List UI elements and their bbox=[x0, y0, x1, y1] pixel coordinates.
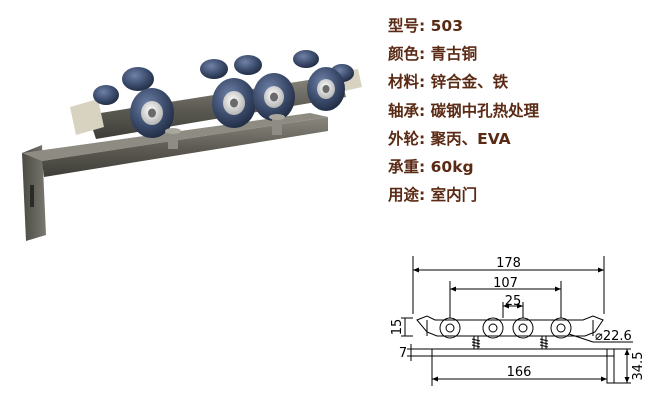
spec-value: 锌合金、铁 bbox=[430, 73, 509, 92]
wheel-2 bbox=[212, 78, 256, 128]
spec-separator: : bbox=[419, 73, 431, 92]
spec-value: 碳钢中孔热处理 bbox=[430, 101, 540, 120]
spec-value: 503 bbox=[430, 17, 463, 35]
spec-row: 型号: 503 bbox=[388, 12, 648, 40]
front-wheels bbox=[130, 67, 345, 138]
spec-row: 外轮: 聚丙、EVA bbox=[388, 125, 648, 153]
spec-separator: : bbox=[419, 186, 431, 205]
wheel-1 bbox=[130, 88, 174, 138]
spec-label: 承重 bbox=[388, 157, 420, 176]
adjustment-bolts bbox=[165, 114, 285, 149]
spec-separator: : bbox=[419, 45, 431, 64]
spec-label: 颜色 bbox=[388, 45, 420, 64]
dim-107: 107 bbox=[493, 276, 518, 291]
spec-separator: : bbox=[419, 157, 431, 176]
spec-label: 材料 bbox=[388, 73, 420, 92]
dim-166: 166 bbox=[507, 365, 532, 380]
wheel-3 bbox=[253, 73, 295, 121]
spec-value: 60kg bbox=[430, 157, 474, 176]
wheel-4 bbox=[307, 67, 345, 111]
spec-row: 用途: 室内门 bbox=[388, 181, 648, 209]
spec-row: 材料: 锌合金、铁 bbox=[388, 68, 648, 96]
dim-wheel-diameter: ⌀22.6 bbox=[595, 329, 632, 344]
technical-drawing: 178 107 25 ⌀22.6 15 7 166 34.5 bbox=[383, 256, 651, 406]
spec-separator: : bbox=[419, 129, 431, 148]
spec-value: 室内门 bbox=[430, 186, 478, 205]
dim-15: 15 bbox=[390, 319, 405, 336]
dim-34-5: 34.5 bbox=[631, 352, 646, 381]
spec-label: 外轮 bbox=[388, 129, 420, 148]
spec-separator: : bbox=[419, 101, 431, 120]
spec-label: 用途 bbox=[388, 186, 420, 205]
dim-178: 178 bbox=[496, 256, 521, 271]
spec-separator: : bbox=[419, 17, 431, 35]
dim-25: 25 bbox=[505, 294, 522, 309]
back-wheels bbox=[93, 50, 354, 105]
spec-label: 轴承 bbox=[388, 101, 420, 120]
spec-row: 轴承: 碳钢中孔热处理 bbox=[388, 97, 648, 125]
spec-row: 承重: 60kg bbox=[388, 153, 648, 181]
spec-label: 型号 bbox=[388, 17, 420, 35]
sliding-door-roller-illustration bbox=[22, 50, 362, 241]
spec-row: 颜色: 青古铜 bbox=[388, 40, 648, 68]
spec-value: 青古铜 bbox=[430, 45, 478, 64]
dim-7: 7 bbox=[399, 346, 407, 361]
product-photo bbox=[10, 35, 370, 245]
spec-value: 聚丙、EVA bbox=[430, 129, 511, 148]
